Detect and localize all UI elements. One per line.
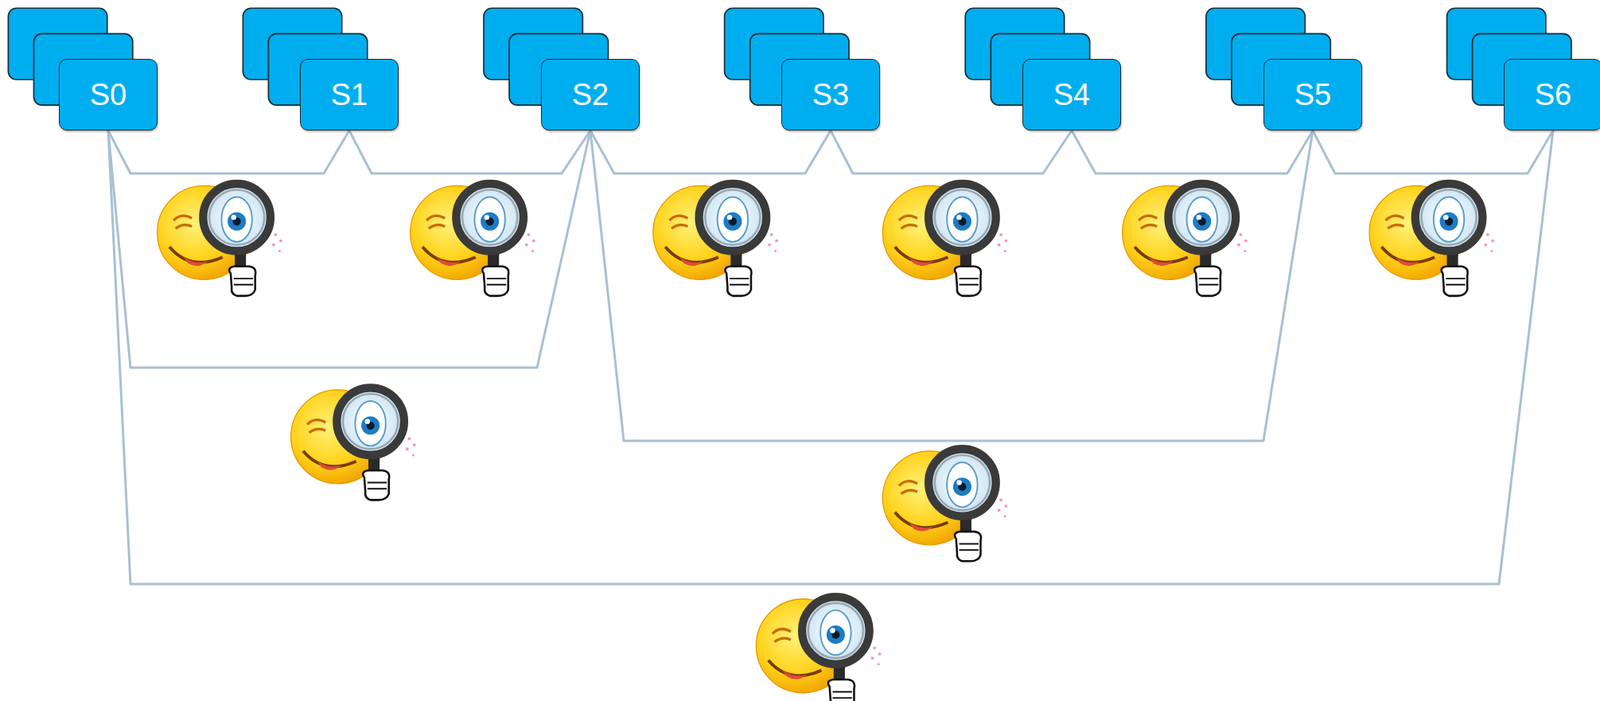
observer-smileys — [157, 183, 1495, 701]
server-label: S0 — [89, 77, 127, 113]
server-box: S2 — [541, 58, 640, 131]
link-line — [590, 130, 1313, 441]
server-label: S1 — [330, 77, 368, 113]
link-line — [1312, 130, 1554, 174]
link-line — [1071, 130, 1313, 174]
link-line — [108, 130, 350, 174]
server-label: S6 — [1534, 77, 1572, 113]
link-line — [830, 130, 1072, 174]
link-line — [590, 130, 831, 174]
server-label: S4 — [1053, 77, 1091, 113]
server-box: S1 — [299, 58, 399, 131]
link-line — [108, 130, 1554, 584]
link-line — [108, 130, 591, 368]
link-line — [349, 130, 591, 174]
server-label: S5 — [1294, 77, 1332, 113]
server-label: S3 — [812, 77, 849, 113]
server-label: S2 — [572, 77, 609, 113]
server-box: S0 — [58, 58, 158, 131]
server-box: S6 — [1503, 58, 1600, 131]
server-box: S3 — [781, 58, 880, 131]
server-box: S5 — [1263, 58, 1363, 131]
server-box: S4 — [1022, 58, 1122, 131]
